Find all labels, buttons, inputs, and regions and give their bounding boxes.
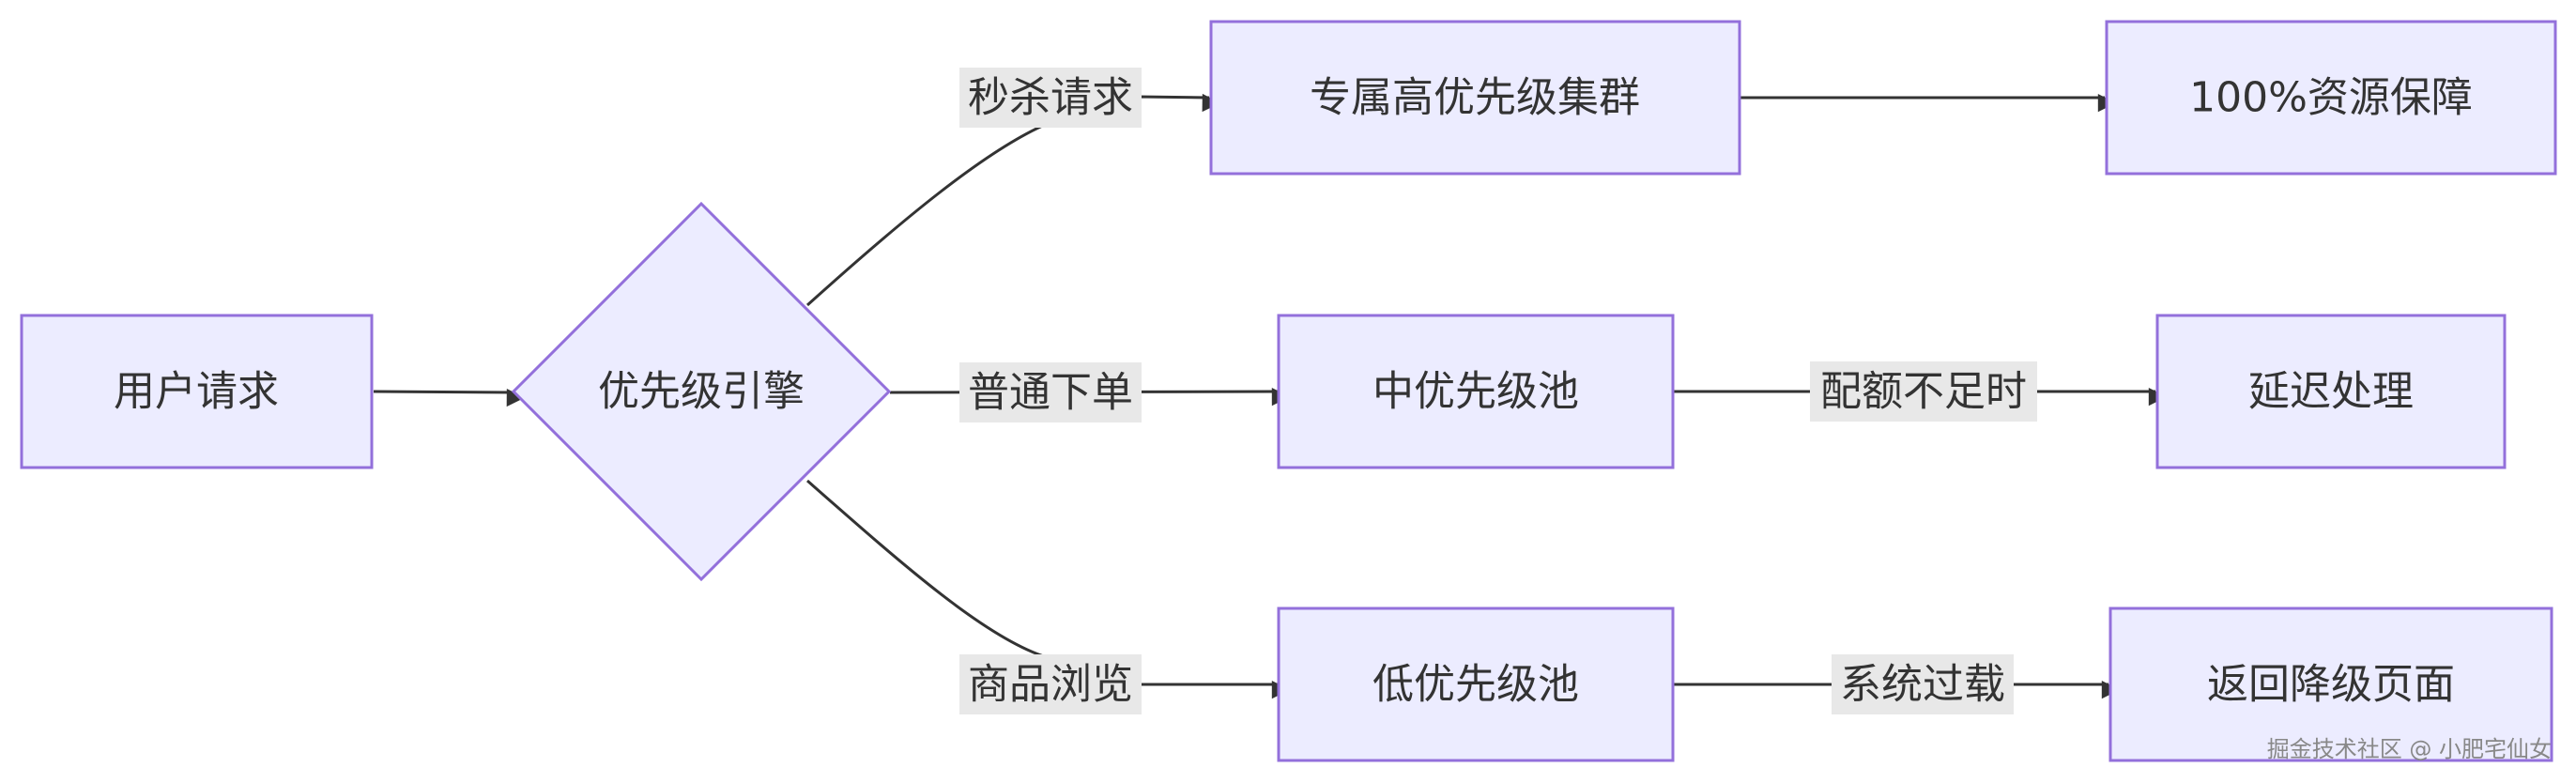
node-box bbox=[1209, 20, 1741, 176]
edge-label-bg bbox=[1832, 654, 2014, 714]
edge-label-bg bbox=[1810, 361, 2037, 422]
edge-label-bg bbox=[959, 654, 1142, 714]
node-box bbox=[1277, 314, 1675, 469]
edge-label-text: 普通下单 bbox=[968, 369, 1133, 417]
edge-engine-to-dedicated bbox=[805, 93, 1220, 307]
nodes: 用户请求 优先级引擎 专属高优先级集群 100%资源保障 中优先级池 延迟处理 … bbox=[20, 20, 2557, 762]
node-user-request: 用户请求 bbox=[20, 314, 374, 469]
node-box bbox=[2108, 606, 2553, 762]
node-downgrade-page: 返回降级页面 bbox=[2108, 606, 2553, 762]
edge-engine-to-low bbox=[806, 479, 1291, 699]
node-delayed-processing: 延迟处理 bbox=[2155, 314, 2507, 469]
node-label: 用户请求 bbox=[114, 368, 279, 416]
edge-label-text: 商品浏览 bbox=[968, 661, 1133, 709]
node-label: 返回降级页面 bbox=[2207, 661, 2455, 709]
watermark-text: 掘金技术社区 @ 小肥宅仙女 bbox=[2267, 736, 2552, 762]
node-label: 优先级引擎 bbox=[598, 368, 805, 416]
node-box bbox=[2105, 20, 2557, 176]
edge-label-text: 系统过载 bbox=[1840, 661, 2005, 709]
node-low-pool: 低优先级池 bbox=[1277, 606, 1675, 762]
node-label: 100%资源保障 bbox=[2189, 74, 2473, 122]
node-label: 专属高优先级集群 bbox=[1310, 74, 1640, 122]
edge-label-bg bbox=[959, 68, 1142, 128]
node-box bbox=[2155, 314, 2507, 469]
edge-labels: 秒杀请求 普通下单 商品浏览 配额不足时 系统过载 bbox=[959, 68, 2037, 714]
edge-label-bg bbox=[959, 362, 1142, 422]
edge-label-normal-order: 普通下单 bbox=[959, 362, 1142, 422]
edge-label-overload: 系统过载 bbox=[1832, 654, 2014, 714]
node-label: 延迟处理 bbox=[2248, 368, 2414, 416]
node-box bbox=[20, 314, 374, 469]
edge-label-flash-sale: 秒杀请求 bbox=[959, 68, 1142, 128]
node-dedicated-cluster: 专属高优先级集群 bbox=[1209, 20, 1741, 176]
edge-label-text: 秒杀请求 bbox=[968, 74, 1133, 122]
node-resource-guarantee: 100%资源保障 bbox=[2105, 20, 2557, 176]
node-mid-pool: 中优先级池 bbox=[1277, 314, 1675, 469]
node-box bbox=[1277, 606, 1675, 762]
edge-label-text: 配额不足时 bbox=[1820, 368, 2027, 416]
node-diamond bbox=[511, 201, 892, 582]
node-priority-engine: 优先级引擎 bbox=[511, 201, 892, 582]
edge-label-quota-short: 配额不足时 bbox=[1810, 361, 2037, 422]
node-label: 低优先级池 bbox=[1372, 661, 1579, 709]
edge-label-browse: 商品浏览 bbox=[959, 654, 1142, 714]
node-label: 中优先级池 bbox=[1372, 368, 1579, 416]
